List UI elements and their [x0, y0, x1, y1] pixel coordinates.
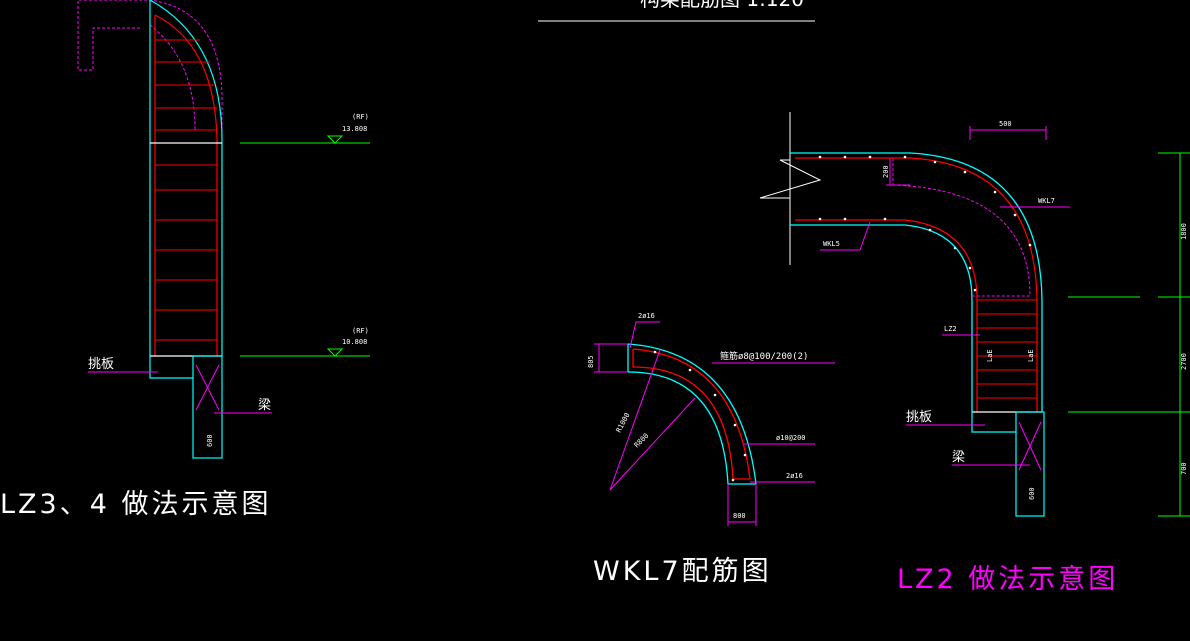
lae-left-label: LaE — [986, 349, 994, 362]
header-title: 构架配筋图 1:120 — [640, 0, 804, 11]
wkl7-label: WKL7 — [1038, 197, 1055, 205]
slab-label: 挑板 — [88, 357, 114, 372]
wkl5-leader-diag — [859, 221, 871, 251]
stirrups-label: 箍筋ø8@100/200(2) — [720, 350, 808, 362]
column-arc-rebar — [154, 14, 218, 141]
wkl-outer-edge — [790, 152, 1043, 412]
lz2-slab-label: 挑板 — [906, 410, 932, 425]
level-upper-value: 13.808 — [342, 125, 367, 133]
dim-500-label: 500 — [999, 120, 1012, 128]
lae-right-label: LaE — [1027, 349, 1035, 362]
level-marker-upper — [326, 135, 344, 144]
level-upper-tag: (RF) — [352, 113, 369, 121]
wkl7-outer-edge — [627, 343, 757, 485]
beam-label: 梁 — [258, 398, 271, 413]
top-bars-leader — [629, 321, 660, 349]
column-stirrups — [155, 39, 217, 341]
wkl-rebar-outer — [795, 157, 1038, 412]
elev-700-label: 700 — [1180, 462, 1188, 475]
middle-caption: WKL7配筋图 — [593, 556, 772, 587]
side-bars-label: ø10@200 — [776, 434, 806, 442]
column-arc-outline — [149, 0, 223, 141]
wkl7-rebar-inner — [632, 366, 734, 480]
middle-detail-wkl7: R1000 R800 805 2ø16 箍筋ø8@100/200(2) ø10@… — [587, 312, 835, 587]
right-detail-lz2: LaE LaE 600 挑板 梁 WKL7 WKL5 LZ2 500 200 — [759, 112, 1190, 595]
wkl5-label: WKL5 — [823, 240, 840, 248]
wkl7-inner-edge — [627, 371, 729, 485]
left-detail-lz3-4: (RF) 13.808 (RF) 10.808 挑板 梁 600 LZ3、4 做… — [0, 0, 370, 520]
lz2-beam-cross-2 — [1018, 421, 1042, 471]
radius-line-inner — [609, 397, 696, 491]
wkl-bar-dots — [818, 155, 1032, 292]
break-symbol — [759, 159, 822, 199]
wkl-rebar-inner — [795, 219, 978, 412]
lz2-slab-outline — [971, 412, 1016, 433]
level-marker-lower — [326, 348, 344, 357]
level-lower-tag: (RF) — [352, 327, 369, 335]
column-hook-outline — [77, 0, 223, 140]
elev-2700-label: 2700 — [1180, 353, 1188, 370]
beam-width-dim: 600 — [206, 434, 214, 447]
level-lower-value: 10.808 — [342, 338, 367, 346]
column-arc-dashed — [149, 24, 196, 131]
top-bars-label: 2ø16 — [638, 312, 655, 320]
lz2-stirrups — [977, 299, 1037, 399]
bottom-bars-label: 2ø16 — [786, 472, 803, 480]
wkl-dashed-inner — [892, 184, 1031, 297]
right-caption: LZ2 做法示意图 — [897, 564, 1118, 595]
header-group: 构架配筋图 1:120 — [538, 0, 815, 22]
lz2-beam-label: 梁 — [952, 450, 965, 465]
beam-outline — [192, 355, 223, 459]
dim-200-label: 200 — [882, 165, 890, 178]
wkl7-bar-dots — [653, 350, 747, 482]
beam-cross-2 — [195, 364, 220, 411]
depth-dim-label: 805 — [587, 355, 595, 368]
left-caption: LZ3、4 做法示意图 — [0, 489, 271, 520]
radius-line-outer — [609, 349, 661, 491]
wkl7-rebar-outer — [632, 348, 751, 480]
lz2-beam-width-dim: 600 — [1028, 487, 1036, 500]
lz2-beam-outline — [1015, 411, 1045, 517]
bottom-dim-label: 800 — [733, 512, 746, 520]
slab-outline — [149, 356, 193, 379]
elev-1800-label: 1800 — [1180, 223, 1188, 240]
lz2-label: LZ2 — [944, 325, 957, 333]
